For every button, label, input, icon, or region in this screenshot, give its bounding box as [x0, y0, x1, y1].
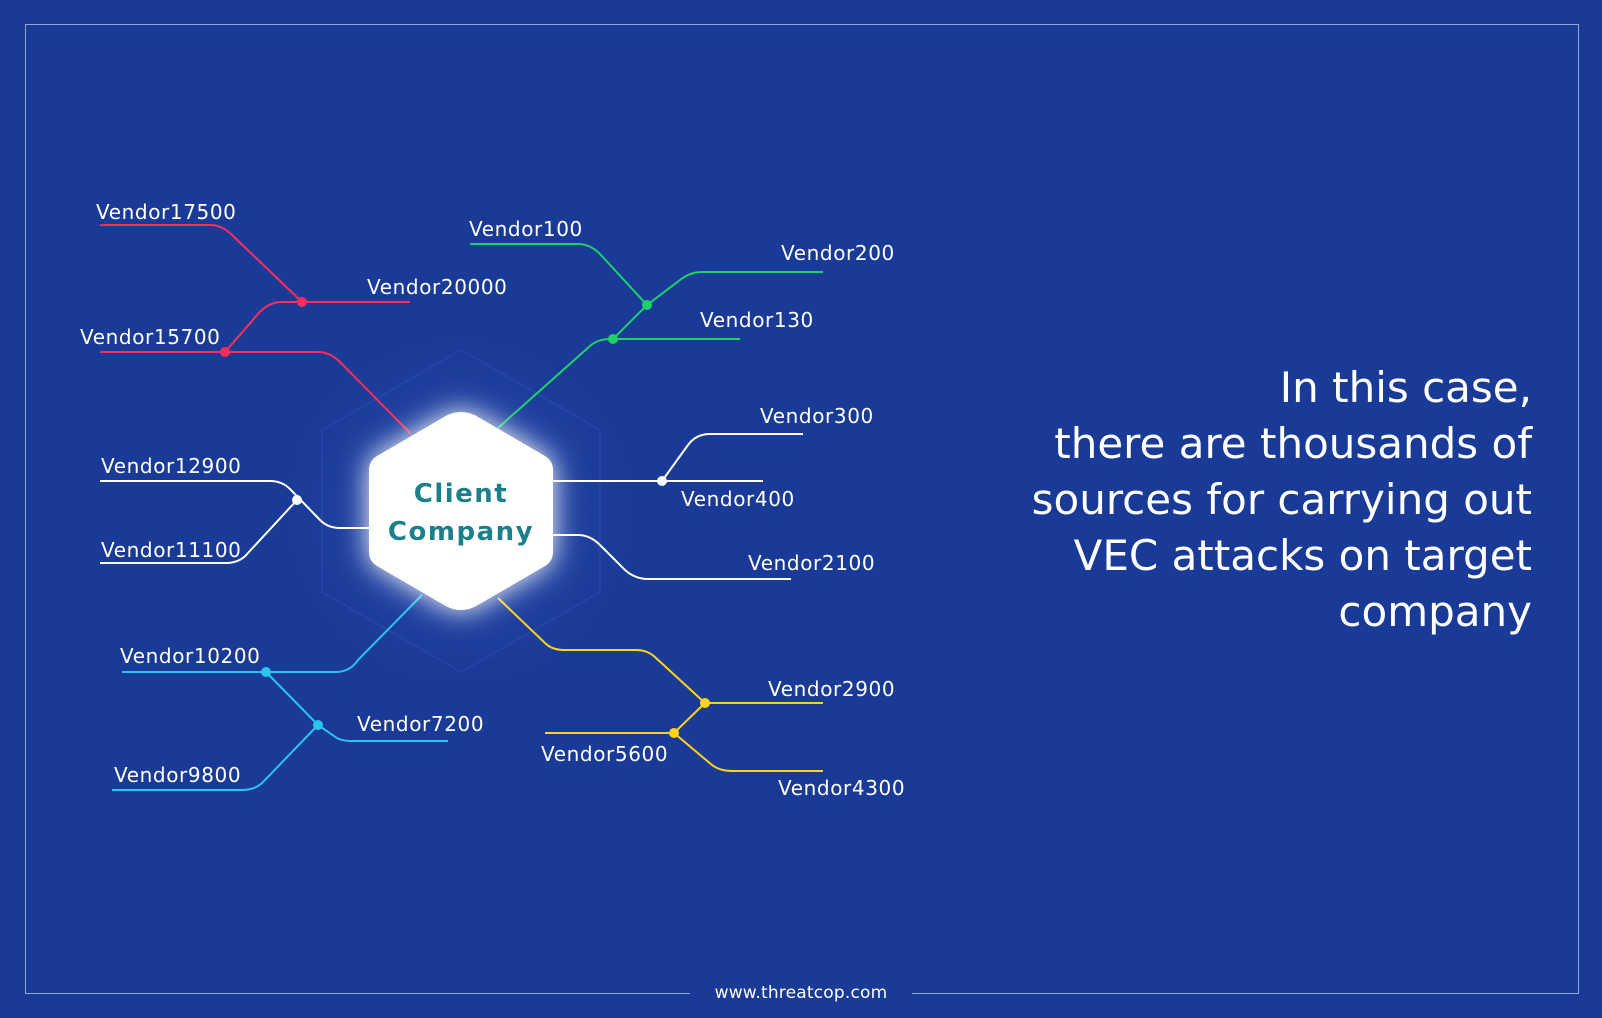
branch-cyan: [112, 594, 448, 791]
headline-line-2: there are thousands of: [1054, 419, 1532, 468]
junction-dot-red-1: [297, 297, 307, 307]
connector-vendor17500-vendor20000: [100, 224, 410, 303]
connector-vendor9800: [112, 724, 319, 791]
connector-vendor11100: [100, 499, 298, 564]
vendor-label-130: Vendor130: [700, 308, 814, 332]
vendor-label-100: Vendor100: [469, 217, 583, 241]
vendor-label-9800: Vendor9800: [114, 763, 241, 787]
hub-label-line1: Client: [414, 479, 508, 509]
junction-dot-yellow-1: [700, 698, 710, 708]
vendor-label-400: Vendor400: [681, 487, 795, 511]
junction-dot-white-left: [292, 495, 302, 505]
headline-text: In this case, there are thousands of sou…: [912, 360, 1532, 640]
halo-hexagon-outline: [321, 348, 601, 674]
headline-line-5: company: [1338, 587, 1532, 636]
vendor-label-4300: Vendor4300: [778, 776, 905, 800]
connector-vendor100-vendor200: [470, 243, 823, 307]
branch-red: [100, 224, 411, 434]
connector-vendor5600: [545, 702, 706, 734]
junction-dot-red-2: [220, 347, 230, 357]
connector-green-junction: [612, 304, 648, 340]
vendor-label-5600: Vendor5600: [541, 742, 668, 766]
connector-vendor300: [661, 433, 803, 482]
vendor-label-200: Vendor200: [781, 241, 895, 265]
junction-dot-yellow-2: [669, 728, 679, 738]
junction-dot-green-1: [642, 300, 652, 310]
junction-dot-cyan-2: [313, 720, 323, 730]
connector-vendor4300: [673, 732, 823, 772]
vendor-label-15700: Vendor15700: [80, 325, 221, 349]
headline-line-3: sources for carrying out: [1031, 475, 1532, 524]
vendor-label-7200: Vendor7200: [357, 712, 484, 736]
branch-white: [100, 433, 803, 580]
headline-line-1: In this case,: [1279, 363, 1532, 412]
vendor-label-12900: Vendor12900: [101, 454, 242, 478]
connector-vendor7200: [265, 671, 448, 742]
client-company-hub[interactable]: [369, 412, 553, 610]
vendor-label-20000: Vendor20000: [367, 275, 508, 299]
vendor-label-2900: Vendor2900: [768, 677, 895, 701]
vendor-label-2100: Vendor2100: [748, 551, 875, 575]
vendor-label-300: Vendor300: [760, 404, 874, 428]
connector-red-junction: [224, 301, 302, 353]
connector-hub-vendor10200: [122, 594, 423, 673]
junction-dot-white-right: [657, 476, 667, 486]
connector-vendor15700-hub: [100, 351, 411, 434]
vendor-label-11100: Vendor11100: [101, 538, 242, 562]
junction-dot-green-2: [608, 334, 618, 344]
hub-label-line2: Company: [388, 517, 534, 547]
headline-line-4: VEC attacks on target: [1073, 531, 1532, 580]
vendor-label-10200: Vendor10200: [120, 644, 261, 668]
footer-url[interactable]: www.threatcop.com: [714, 983, 888, 1003]
footer-gap: [690, 985, 912, 1005]
connector-hub-vendor2900: [497, 597, 823, 704]
vendor-label-17500: Vendor17500: [96, 200, 237, 224]
connector-vendor12900-hub: [100, 480, 370, 529]
connector-hub-vendor2100: [552, 534, 791, 580]
hub-hexagon: [369, 412, 553, 610]
junction-dot-cyan-1: [261, 667, 271, 677]
